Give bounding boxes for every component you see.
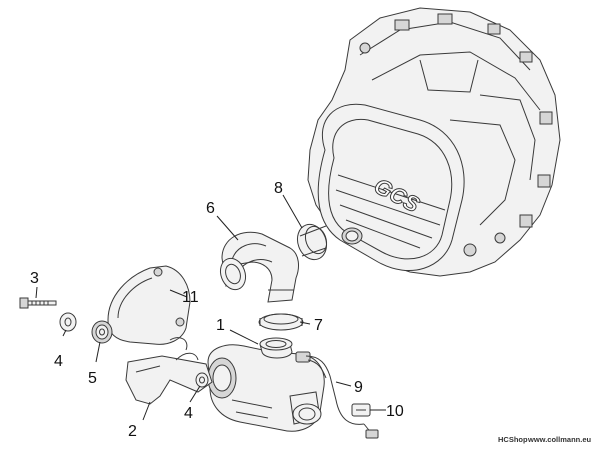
callout-10: 10	[386, 403, 404, 420]
wiring-harness	[305, 355, 379, 439]
washer-right	[195, 372, 209, 388]
watermark-url: www.collmann.eu	[527, 435, 591, 444]
callout-4-right: 4	[184, 405, 193, 422]
harness-connector	[351, 403, 371, 417]
rubber-grommet	[91, 320, 113, 344]
leader-lines	[35, 194, 386, 421]
coolant-hose	[219, 231, 299, 303]
water-pump	[207, 337, 325, 432]
washer-left	[59, 312, 77, 332]
callout-6: 6	[206, 200, 215, 217]
mounting-bracket	[125, 337, 213, 405]
callout-3: 3	[30, 270, 39, 287]
callout-8: 8	[274, 180, 283, 197]
callout-11: 11	[182, 289, 199, 306]
side-cover: GCS	[317, 103, 465, 271]
shield-plate	[107, 265, 191, 345]
callout-7: 7	[314, 317, 323, 334]
callout-2: 2	[128, 423, 137, 440]
bolt	[19, 297, 57, 309]
callout-9: 9	[354, 379, 363, 396]
callout-1: 1	[216, 317, 225, 334]
hose-clamp-upper	[296, 223, 328, 261]
hose-clamp-lower	[258, 313, 304, 331]
callout-5: 5	[88, 370, 97, 387]
callout-4-left: 4	[54, 353, 63, 370]
watermark-shop: HCShop	[498, 435, 528, 444]
